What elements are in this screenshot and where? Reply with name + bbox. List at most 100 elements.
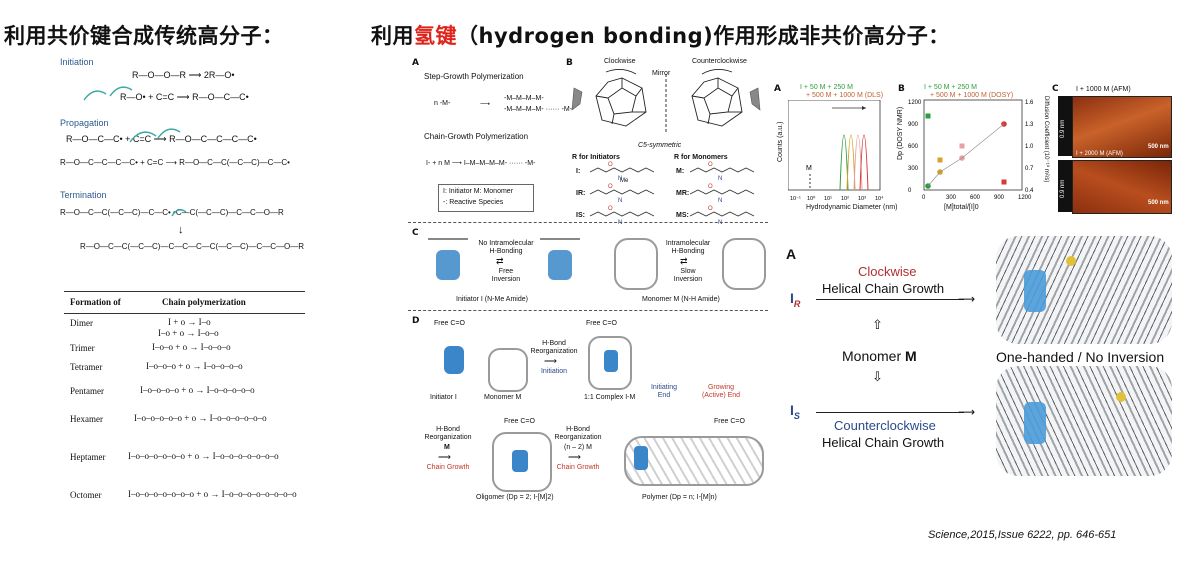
helix-model-top [996, 236, 1172, 344]
dls-letter: A [774, 84, 781, 94]
dosy-y2tick: 0.4 [1025, 188, 1034, 194]
dls-xlabel: Hydrodynamic Diameter (nm) [806, 204, 898, 211]
d-m-label: M [444, 444, 450, 451]
d-hbond-1: H-Bond [542, 340, 566, 347]
dosy-legend1: I + 50 M + 250 M [924, 84, 977, 91]
electron-arrows [83, 86, 187, 217]
dosy-y2tick: 0.7 [1025, 166, 1034, 172]
initiator-model-left [426, 232, 470, 292]
d-arrow-2-icon: ⟶ [438, 452, 451, 462]
termination-arrow-icon: ↓ [178, 224, 184, 236]
c-left-top2: H-Bonding [489, 248, 523, 255]
helix-ir-i: I [790, 290, 794, 306]
mr-label: MR: [676, 190, 690, 197]
legend-line2: -: Reactive Species [443, 199, 504, 206]
right-title-prefix: 利用 [371, 24, 414, 48]
afm-image-2 [1072, 160, 1172, 214]
helix-model-bottom [996, 366, 1172, 476]
propagation-eq1: R—O—C—C• + C=C ⟶ R—O—C—C—C—C• [66, 134, 257, 144]
step-growth-title: Step-Growth Polymerization [424, 72, 524, 81]
dosy-y2label: Diffusion Coefficient (10⁻¹⁰ m²/s) [1043, 96, 1049, 183]
helix-monomer-text: Monomer [842, 348, 902, 364]
d-oligomer-model [492, 432, 552, 492]
d-initiating-end2: End [657, 392, 671, 399]
helix-up-arrow-icon: ⇧ [872, 318, 883, 333]
free-co-4: Free C=O [714, 418, 745, 425]
dls-trend-arrowhead [862, 106, 866, 110]
afm-label-1: I + 1000 M (AFM) [1076, 86, 1131, 93]
table-row-equation: I–o–o + o → I–o–o–o [152, 342, 231, 352]
helix-chain-growth-2: Helical Chain Growth [822, 435, 945, 450]
dls-xtick: 10³ [858, 196, 866, 202]
panel-a-legend: I: Initiator M: Monomer -: Reactive Spec… [438, 184, 534, 212]
dosy-xtick: 1200 [1018, 195, 1032, 201]
is-label: IS: [576, 212, 585, 219]
r-initiators-header: R for Initiators [572, 154, 620, 161]
d-arrow-1-icon: ⟶ [544, 356, 557, 366]
table-row-equation: I–o–o–o–o + o → I–o–o–o–o–o [140, 385, 255, 395]
helix-is-i: I [790, 402, 794, 418]
helix-letter: A [786, 246, 797, 262]
step-growth-eq1: n -M- [434, 100, 451, 107]
d-oligomer-caption: Oligomer (Dp = 2; I-[M]2) [476, 494, 554, 501]
initiation-eq2: R—O• + C=C ⟶ R—O—C—C• [120, 92, 249, 102]
helix-monomer: Monomer M [842, 348, 917, 364]
c-left-equilibrium-icon: ⇄ [496, 256, 504, 266]
svg-text:O: O [708, 162, 713, 168]
table-row-equation: I–o–o–o–o–o + o → I–o–o–o–o–o–o [134, 413, 267, 423]
d-reorg-1: Reorganization [530, 348, 578, 355]
dls-plot-frame [788, 100, 881, 191]
dosy-xtick: 0 [922, 195, 926, 201]
svg-text:O: O [608, 206, 613, 212]
table-header-rule [64, 313, 305, 314]
panel-c-letter: C [412, 228, 419, 238]
dosy-point [937, 157, 943, 163]
free-co-3: Free C=O [504, 418, 535, 425]
dosy-ytick: 600 [908, 144, 919, 150]
dosy-ylabel: Dp (DOSY NMR) [897, 106, 904, 160]
free-co-1: Free C=O [434, 320, 465, 327]
table-row-equation-2: I–o + o → I–o–o [158, 328, 219, 338]
table-row-name: Pentamer [70, 386, 104, 396]
helix-arrow-1-head-icon: ⟶ [958, 292, 976, 306]
afm-scale-2: 500 nm [1148, 200, 1169, 206]
c-right-bottom2: Inversion [673, 276, 703, 283]
afm-height-bar-2 [1058, 160, 1072, 212]
d-polymer-caption: Polymer (Dp = n; I-[M]n) [642, 494, 717, 501]
step-growth-arrow-icon: ⟶ [480, 101, 491, 108]
divider-c-d [408, 310, 768, 311]
table-row-name: Trimer [70, 343, 95, 353]
corannulene-structures [571, 69, 761, 134]
initiator-caption: Initiator I (N-Me Amide) [456, 296, 528, 303]
helix-is: IS [790, 402, 800, 421]
svg-text:N: N [718, 220, 722, 226]
d-hbond-3: H-Bond [566, 426, 590, 433]
left-title: 利用共价键合成传统高分子： [4, 24, 284, 48]
dosy-point [959, 143, 965, 149]
dosy-ytick: 0 [908, 188, 912, 194]
d-reorg-3: Reorganization [554, 434, 602, 441]
table-row-name: Hexamer [70, 414, 103, 424]
dosy-legend2: + 500 M + 1000 M (DOSY) [930, 92, 1014, 99]
svg-text:N: N [718, 176, 722, 182]
afm-letter: C [1052, 84, 1059, 94]
termination-eq1: R—O—C—C(—C—C)—C—C• •C—C(—C—C)—C—C—O—R [60, 208, 284, 217]
citation: Science,2015,Issue 6222, pp. 646-651 [928, 529, 1117, 541]
c5-symmetric-label: C5-symmetric [638, 142, 682, 149]
dosy-xlabel: [M]total/[I]0 [944, 204, 979, 211]
dls-xtick: 10⁰ [807, 195, 816, 202]
helix-arrow-2 [816, 412, 964, 413]
panel-b-letter: B [566, 58, 573, 68]
helix-is-sub: S [793, 410, 800, 421]
c-left-top1: No Intramolecular [478, 240, 534, 247]
helix-down-arrow-icon: ⇩ [872, 370, 883, 385]
table-header-left: Formation of [70, 297, 121, 307]
helix-arrow-2-head-icon: ⟶ [958, 405, 976, 419]
initiation-label: Initiation [60, 57, 94, 67]
step-growth-eq3: -M–M–M–M- ······ -M- [504, 106, 573, 113]
initiator-model-right [538, 232, 582, 292]
dls-legend1: I + 50 M + 250 M [800, 84, 853, 91]
table-top-rule [64, 291, 305, 292]
termination-label: Termination [60, 190, 107, 200]
ms-label: MS: [676, 212, 689, 219]
